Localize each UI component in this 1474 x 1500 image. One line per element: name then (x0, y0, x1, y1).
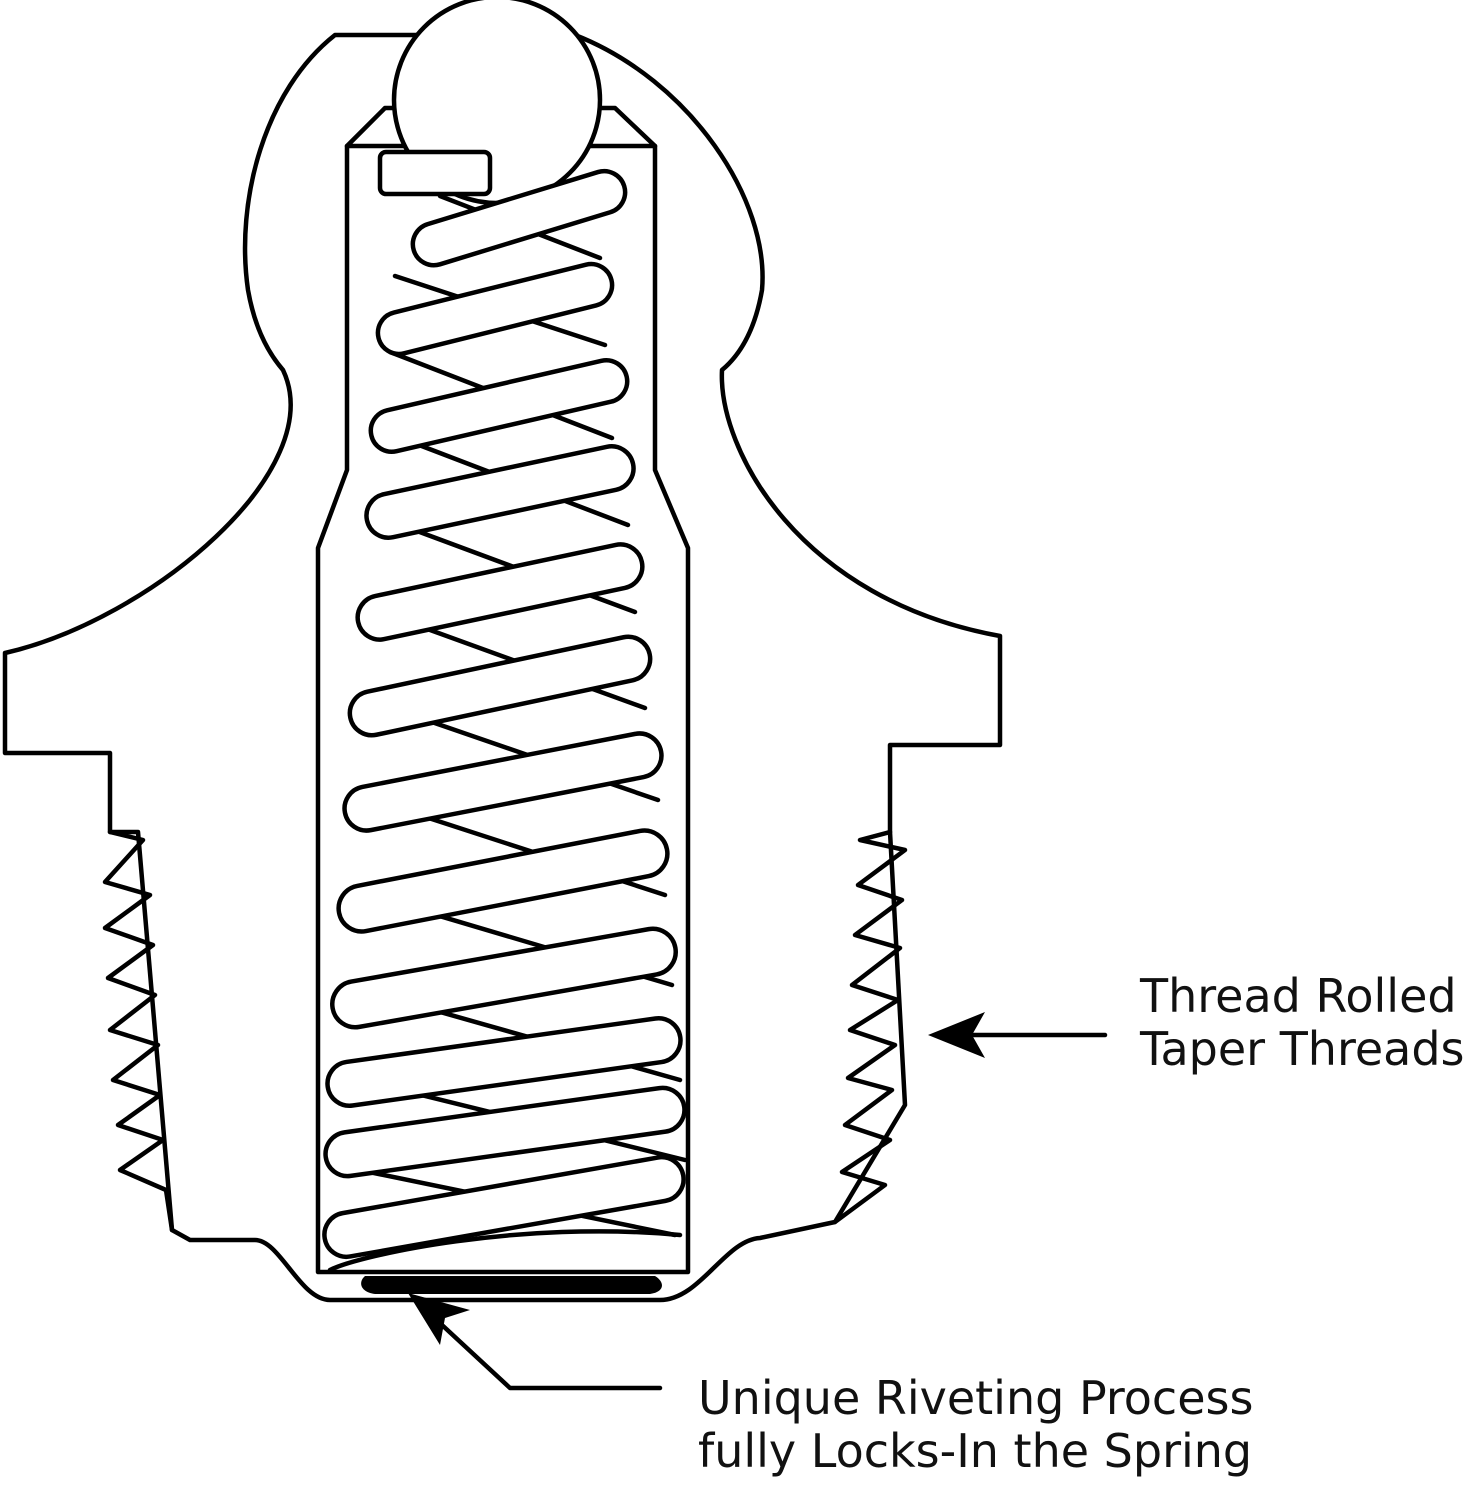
thread-callout-line-2: Taper Threads (1140, 1022, 1465, 1077)
rivet-base (361, 1276, 662, 1294)
right-threads (832, 829, 908, 1225)
spring-coil (355, 542, 645, 642)
spring-coil (368, 358, 630, 454)
plunger-body-outline (2, 32, 1003, 1303)
spring (322, 168, 687, 1273)
spring-coil (323, 1085, 687, 1179)
spring-coil (325, 1016, 683, 1108)
rivet-callout-label: Unique Riveting Process fully Locks-In t… (698, 1371, 1254, 1479)
left-threads (102, 829, 175, 1233)
spring-bore (315, 143, 691, 1275)
spring-coil (322, 1154, 686, 1260)
spring-coil (375, 261, 615, 357)
threads-arrow (928, 1012, 1108, 1058)
spring-coil (342, 731, 664, 833)
spring-coil (410, 168, 628, 268)
spring-coil (330, 926, 678, 1030)
spring-coil (336, 828, 670, 934)
rivet-callout-line-2: fully Locks-In the Spring (698, 1424, 1253, 1479)
thread-callout-line-1: Thread Rolled (1140, 969, 1457, 1023)
spring-end-tab (377, 149, 493, 197)
thread-callout-label: Thread Rolled Taper Threads (1140, 969, 1465, 1077)
rivet-arrow (408, 1293, 663, 1391)
rivet-callout-line-1: Unique Riveting Process (698, 1371, 1254, 1425)
spring-coil (347, 634, 653, 738)
spring-coil (364, 444, 636, 540)
